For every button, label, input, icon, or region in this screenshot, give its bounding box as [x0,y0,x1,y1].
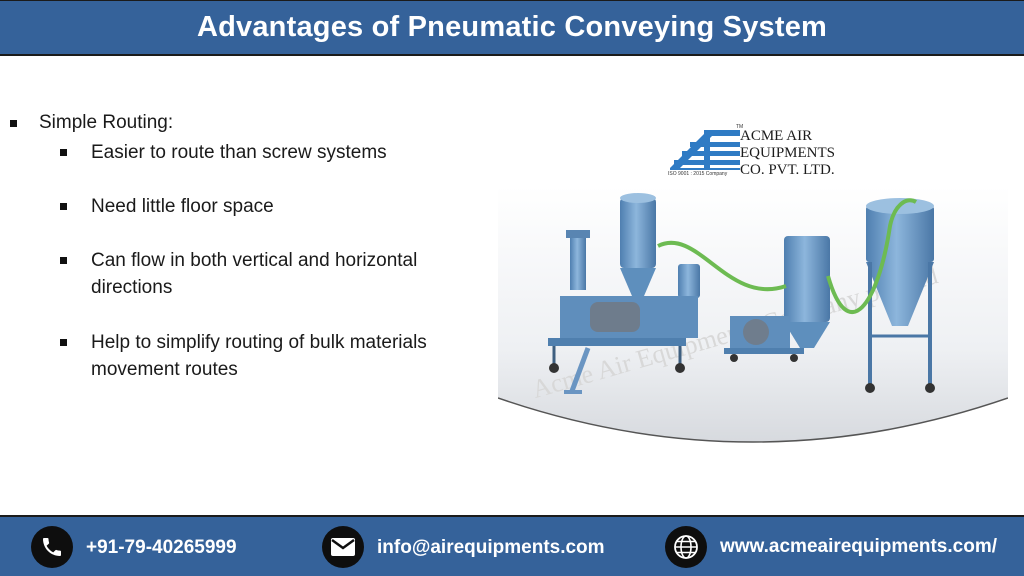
sub-bullet-text-continued: directions [91,277,173,298]
title-banner: Advantages of Pneumatic Conveying System [0,0,1024,56]
email-icon [322,526,364,568]
slide-title: Advantages of Pneumatic Conveying System [196,11,828,43]
company-name-line2: EQUIPMENTS [740,145,836,161]
conveyor-unit-right [865,198,935,393]
trademark-label: TM [736,124,743,130]
square-bullet-icon [10,120,17,127]
green-hose [657,240,787,292]
iso-label: ISO 9001 : 2015 Company [668,171,728,177]
company-name-line1: ACME AIR [740,128,813,144]
equipment-photo: Acme Air Equipments Company pvt. ltd [498,186,1008,443]
company-logo-icon: TM [670,124,743,170]
green-hose [826,198,918,314]
sub-bullet-text-continued: movement routes [91,359,238,380]
square-bullet-icon [60,149,67,156]
company-name: ACME AIR EQUIPMENTS CO. PVT. LTD. [740,128,835,179]
sub-bullet-text: Help to simplify routing of bulk materia… [91,332,427,353]
square-bullet-icon [60,339,67,346]
sub-bullet-text: Easier to route than screw systems [91,142,387,163]
sub-bullet-text: Need little floor space [91,196,274,217]
main-bullet-text: Simple Routing: [39,112,174,133]
conveyor-unit-middle [724,236,830,362]
website-link[interactable]: www.acmeairequipments.com/ [720,536,997,557]
phone-number[interactable]: +91-79-40265999 [86,537,237,558]
globe-icon [665,526,707,568]
company-name-line3: CO. PVT. LTD. [740,162,835,178]
square-bullet-icon [60,203,67,210]
conveyor-unit-left [548,193,700,394]
phone-icon [31,526,73,568]
email-address[interactable]: info@airequipments.com [377,537,605,558]
square-bullet-icon [60,257,67,264]
contact-footer: +91-79-40265999 info@airequipments.com w… [0,515,1024,576]
sub-bullet-text: Can flow in both vertical and horizontal [91,250,418,271]
